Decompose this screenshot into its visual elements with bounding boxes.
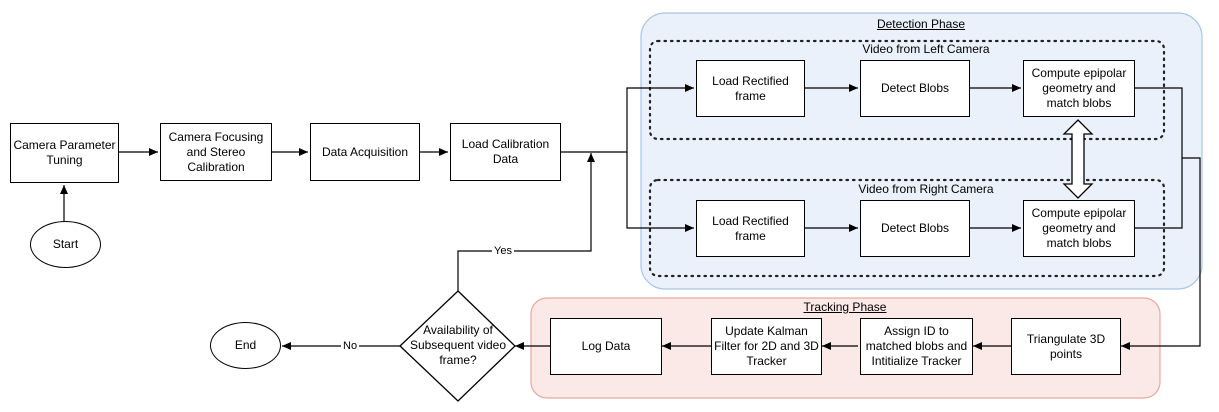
no-edge-label: No: [341, 340, 360, 353]
start-node: Start: [30, 221, 101, 268]
availability-decision-label: Availability of Subsequent video frame?: [409, 323, 507, 367]
right-load-rectified-node: Load Rectified frame: [696, 200, 805, 257]
camera-parameter-tuning-node: Camera Parameter Tuning: [10, 123, 119, 183]
left-epipolar-node: Compute epipolar geometry and match blob…: [1023, 60, 1135, 117]
left-load-rectified-node: Load Rectified frame: [696, 60, 805, 117]
log-data-node: Log Data: [550, 318, 662, 375]
left-camera-title: Video from Left Camera: [862, 42, 990, 56]
camera-focusing-node: Camera Focusing and Stereo Calibration: [160, 123, 272, 181]
edge-epipolar-to-triangulate: [1121, 87, 1201, 350]
load-calibration-data-node: Load Calibration Data: [450, 123, 561, 181]
triangulate-node: Triangulate 3D points: [1011, 318, 1121, 375]
right-detect-blobs-node: Detect Blobs: [860, 200, 970, 257]
tracking-phase-region: [530, 297, 1161, 399]
yes-edge-label: Yes: [492, 245, 514, 258]
decision-diamond-shape: [399, 290, 516, 402]
bidirectional-match-arrow-icon: [1062, 119, 1094, 199]
detection-phase-title: Detection Phase: [876, 17, 966, 31]
right-camera-title: Video from Right Camera: [858, 182, 994, 196]
assign-id-node: Assign ID to matched blobs and Intitiali…: [860, 318, 973, 375]
end-node: End: [210, 322, 281, 369]
edge-availability-yes-loop: [457, 153, 595, 291]
edge-load-calib-to-right-load: [626, 152, 694, 232]
update-kalman-node: Update Kalman Filter for 2D and 3D Track…: [711, 318, 822, 375]
tracking-phase-title: Tracking Phase: [803, 300, 887, 314]
left-detect-blobs-node: Detect Blobs: [860, 60, 970, 117]
edge-load-calib-to-left-load: [561, 84, 694, 153]
left-camera-region: [648, 39, 1166, 141]
data-acquisition-node: Data Acquisition: [310, 123, 420, 181]
right-epipolar-node: Compute epipolar geometry and match blob…: [1023, 200, 1135, 257]
right-camera-region: [648, 178, 1166, 278]
edge-right-epipolar-merge: [1135, 158, 1183, 229]
